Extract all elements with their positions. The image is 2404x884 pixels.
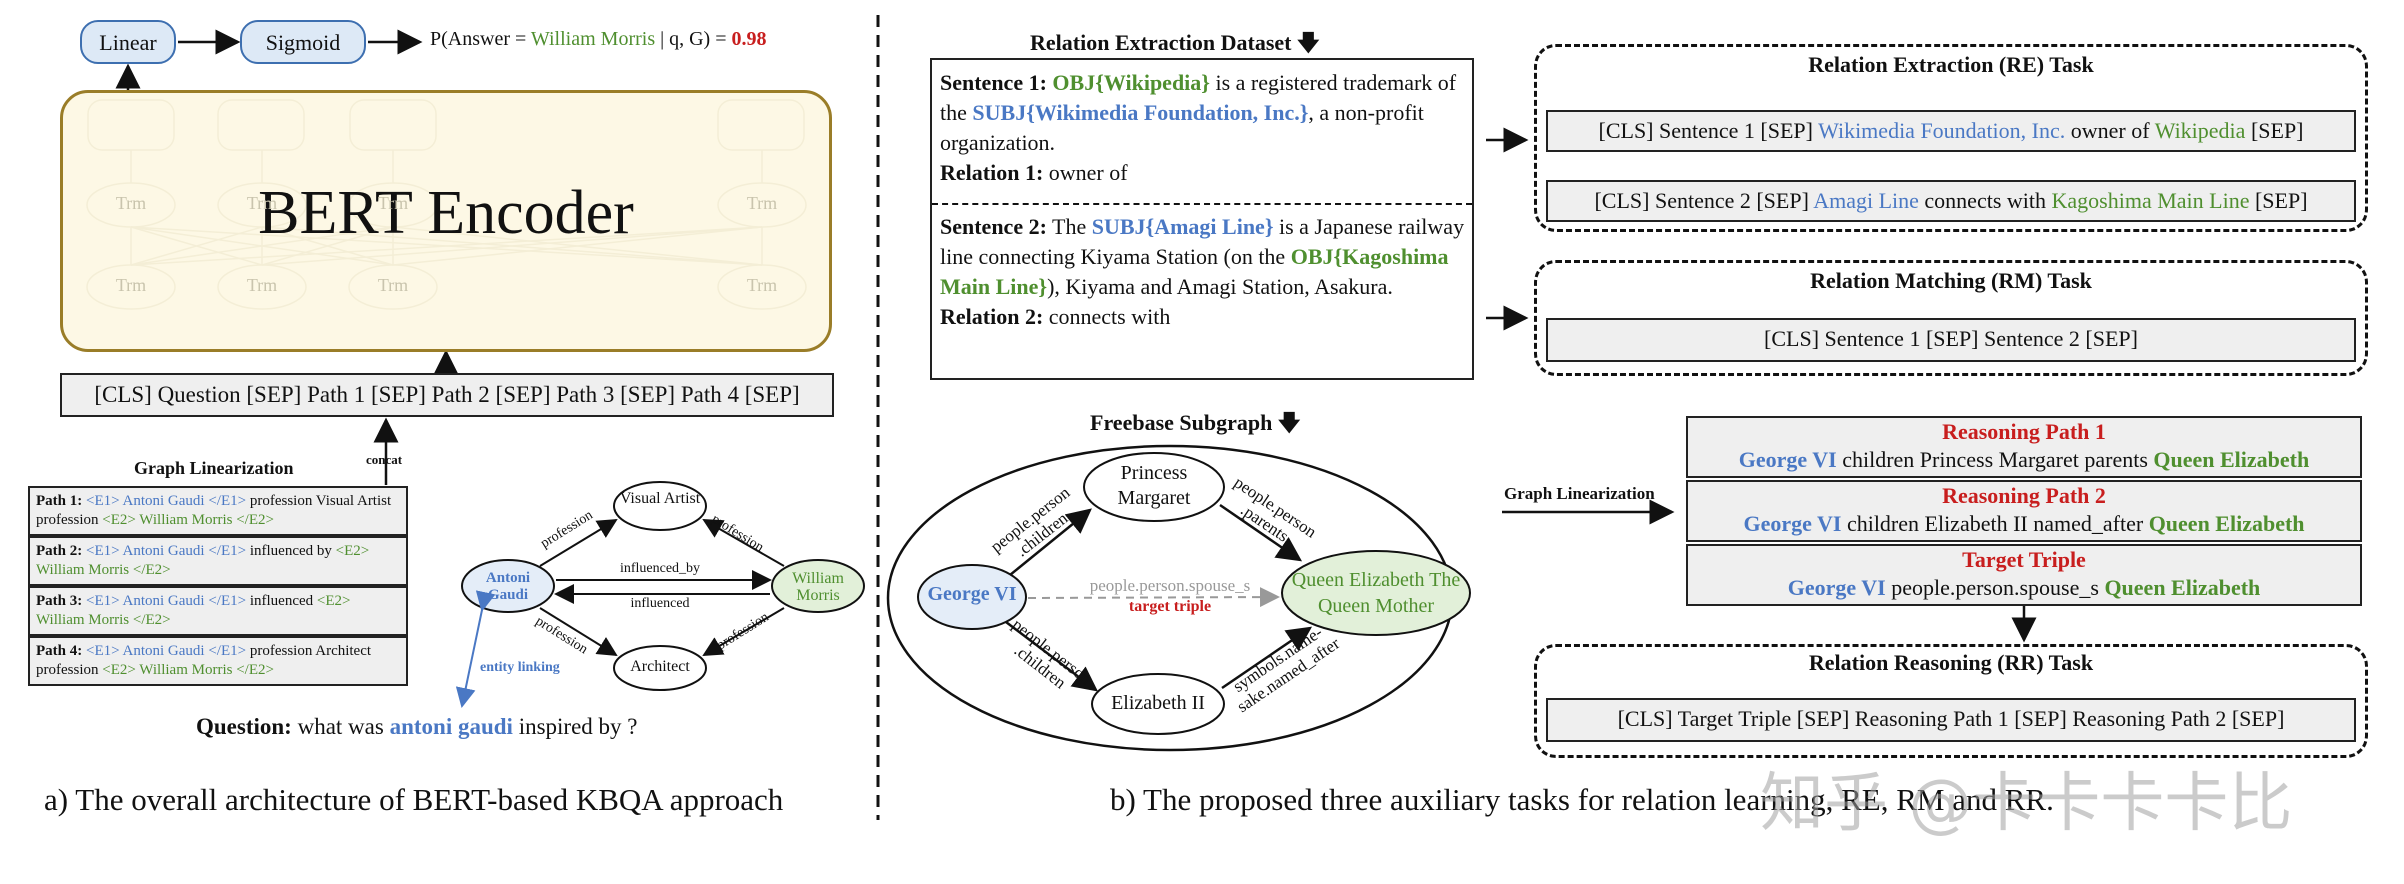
trm-label: Trm: [377, 275, 409, 295]
input-sequence: [CLS] Question [SEP] Path 1 [SEP] Path 2…: [60, 373, 834, 417]
sentence-2: Sentence 2: The SUBJ{Amagi Line} is a Ja…: [940, 214, 1465, 329]
entity-linking-label: entity linking: [480, 660, 560, 675]
re-task-title: Relation Extraction (RE) Task: [1808, 52, 2094, 77]
rr-task-box: [1534, 644, 2368, 758]
graph-linearization-label: Graph Linearization: [1504, 484, 1655, 503]
re-dataset-title: Relation Extraction Dataset 🡇: [1030, 30, 1320, 55]
reasoning-path-1: Reasoning Path 1 George VI children Prin…: [1686, 416, 2362, 478]
linear-box: Linear: [80, 20, 176, 64]
trm-label: Trm: [115, 193, 147, 213]
caption-b: b) The proposed three auxiliary tasks fo…: [1110, 782, 2054, 817]
trm-label: Trm: [115, 275, 147, 295]
node-william-morris: William Morris: [792, 570, 844, 604]
rr-task-title: Relation Reasoning (RR) Task: [1808, 650, 2094, 675]
node-elizabeth-ii: Elizabeth II: [1111, 692, 1205, 714]
sigmoid-box: Sigmoid: [240, 20, 366, 64]
trm-label: Trm: [746, 193, 778, 213]
prob-mid: | q, G) =: [655, 28, 732, 50]
re-sequence-1: [CLS] Sentence 1 [SEP] Wikimedia Foundat…: [1546, 110, 2356, 152]
path-item: Path 2: <E1> Antoni Gaudi </E1> influenc…: [28, 536, 408, 586]
watermark: 知乎 @卡卡卡卡比: [1760, 767, 2293, 841]
target-triple-label: target triple: [1128, 598, 1212, 615]
arrow-down-icon: 🡇: [1277, 410, 1301, 435]
node-architect: Architect: [630, 658, 690, 675]
edge-label: people.person.spouse_s: [1089, 576, 1251, 595]
node-antoni-gaudi: Antoni Gaudi: [485, 570, 531, 603]
caption-a: a) The overall architecture of BERT-base…: [44, 782, 784, 817]
question: Question: what was antoni gaudi inspired…: [196, 714, 638, 739]
edge-label: influenced_by: [619, 561, 701, 576]
re-task-box: [1534, 44, 2368, 232]
graph-linearization-title: Graph Linearization: [134, 458, 294, 478]
rm-task-box: [1534, 260, 2368, 376]
prob-value: 0.98: [731, 28, 767, 50]
arrow-down-icon: 🡇: [1297, 30, 1320, 55]
probability-formula: P(Answer = William Morris | q, G) = 0.98: [430, 28, 767, 51]
node-visual-artist: Visual Artist: [619, 490, 701, 507]
sentence-1: Sentence 1: OBJ{Wikipedia} is a register…: [940, 70, 1457, 185]
target-triple: Target Triple George VI people.person.sp…: [1686, 544, 2362, 606]
rm-task-title: Relation Matching (RM) Task: [1810, 268, 2092, 293]
re-sequence-2: [CLS] Sentence 2 [SEP] Amagi Line connec…: [1546, 180, 2356, 222]
concat-label: concat: [366, 452, 403, 467]
edge-label: influenced: [630, 596, 690, 611]
prob-answer: William Morris: [530, 28, 656, 50]
bert-encoder-box: [60, 90, 832, 352]
rm-sequence: [CLS] Sentence 1 [SEP] Sentence 2 [SEP]: [1546, 318, 2356, 362]
path-item: Path 3: <E1> Antoni Gaudi </E1> influenc…: [28, 586, 408, 636]
sentence-divider: [932, 203, 1472, 205]
path-item: Path 4: <E1> Antoni Gaudi </E1> professi…: [28, 636, 408, 686]
trm-label: Trm: [246, 193, 278, 213]
path-item: Path 1: <E1> Antoni Gaudi </E1> professi…: [28, 486, 408, 536]
rr-sequence: [CLS] Target Triple [SEP] Reasoning Path…: [1546, 698, 2356, 742]
reasoning-path-2: Reasoning Path 2 George VI children Eliz…: [1686, 480, 2362, 542]
node-george-vi: George VI: [927, 583, 1017, 605]
prob-prefix: P(Answer =: [430, 28, 531, 50]
trm-label: Trm: [377, 193, 409, 213]
trm-label: Trm: [746, 275, 778, 295]
kbqa-graph: [455, 481, 865, 708]
node-princess-margaret: Princess Margaret: [1117, 462, 1191, 509]
trm-label: Trm: [246, 275, 278, 295]
bert-encoder-title: BERT Encoder: [258, 179, 634, 247]
freebase-title: Freebase Subgraph 🡇: [1090, 410, 1301, 435]
freebase-graph: [886, 444, 1471, 752]
re-dataset-box: [930, 58, 1474, 380]
node-queen-mother: Queen Elizabeth The Queen Mother: [1291, 569, 1461, 617]
